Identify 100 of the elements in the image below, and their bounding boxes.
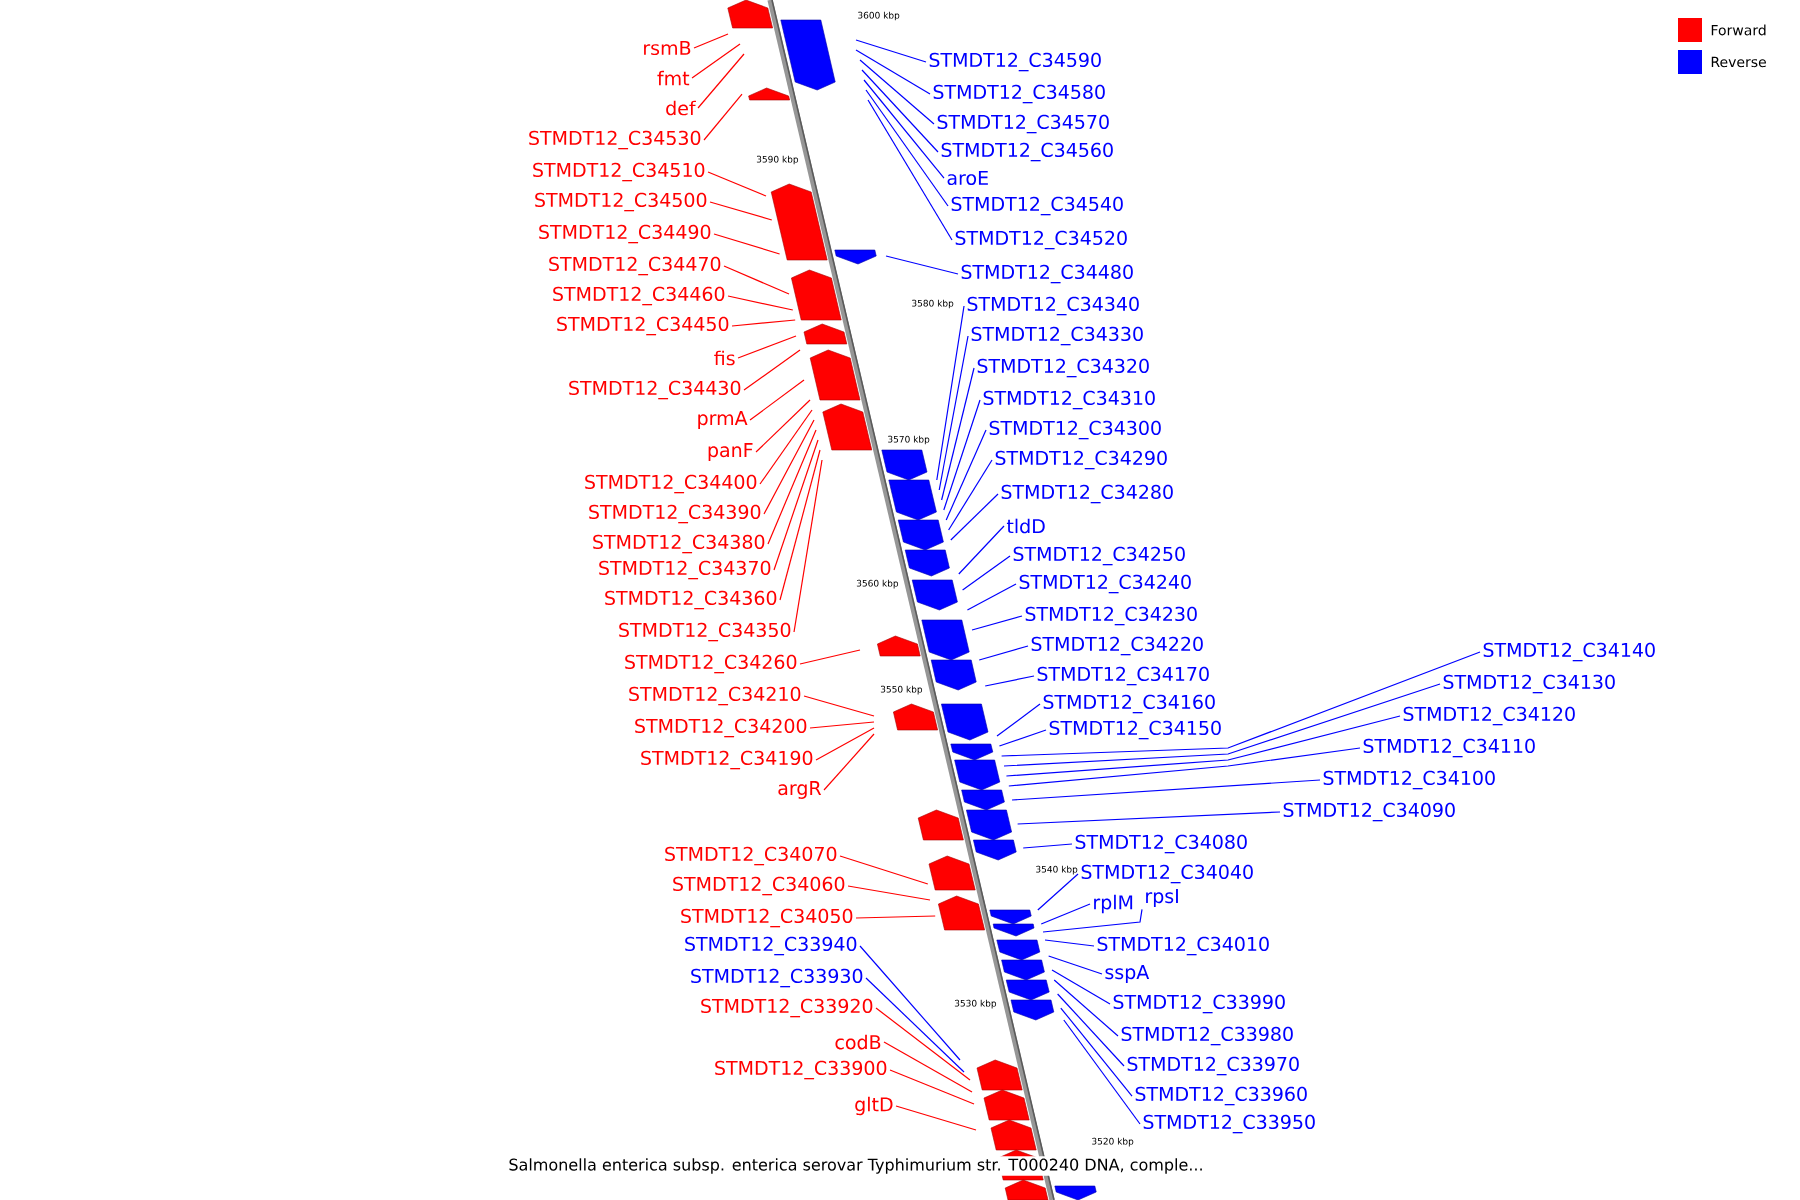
gene-label: STMDT12_C34040 — [1081, 864, 1253, 884]
gene-label: STMDT12_C34560 — [941, 142, 1113, 162]
gene-label: STMDT12_C34290 — [995, 450, 1167, 470]
leader-line — [759, 409, 813, 485]
leader-line — [727, 295, 794, 311]
leader-line — [809, 721, 875, 729]
gene-label: STMDT12_C34140 — [1483, 642, 1655, 662]
gene-label: STMDT12_C34090 — [1283, 802, 1455, 822]
gene-label: STMDT12_C34050 — [681, 908, 853, 928]
leader-line — [703, 93, 743, 141]
leader-line — [1017, 811, 1281, 825]
leader-line — [1044, 939, 1095, 947]
gene-label: STMDT12_C34490 — [539, 224, 711, 244]
leader-line — [883, 1041, 973, 1093]
gene-label: codB — [835, 1034, 881, 1050]
leader-line — [895, 1105, 977, 1131]
leader-line — [737, 335, 797, 359]
gene-label: STMDT12_C34520 — [955, 230, 1127, 250]
leader-line — [889, 1069, 975, 1105]
leader-line — [855, 39, 927, 63]
leader-line — [1008, 747, 1361, 787]
leader-line — [885, 255, 959, 275]
caption: Salmonella enterica subsp. enterica serovar Typhimurium str. T000240 DNA, comple... — [506, 1156, 1206, 1176]
leader-line — [855, 49, 931, 95]
gene-label: STMDT12_C34170 — [1037, 666, 1209, 686]
gene-label: prmA — [698, 411, 748, 429]
gene-label: STMDT12_C34570 — [937, 114, 1109, 134]
leader-line — [815, 727, 875, 761]
gene-label: STMDT12_C34450 — [557, 316, 729, 336]
leader-line — [948, 459, 993, 531]
gene-label: STMDT12_C34060 — [673, 876, 845, 896]
leader-line — [945, 429, 987, 521]
leader-line — [875, 1007, 971, 1081]
leader-line — [1001, 651, 1481, 757]
leader-line — [1051, 969, 1111, 1005]
leader-line — [1011, 779, 1321, 801]
gene-label: STMDT12_C34210 — [629, 686, 801, 706]
leader-line — [709, 201, 773, 221]
leader-line — [755, 399, 811, 453]
gene-label: argR — [778, 781, 822, 799]
gene-label: STMDT12_C33970 — [1127, 1056, 1299, 1076]
leader-line — [723, 265, 790, 295]
gene-label: STMDT12_C34010 — [1097, 936, 1269, 956]
leader-line — [1048, 955, 1103, 975]
gene-label: fmt — [657, 70, 690, 86]
leader-line — [855, 915, 936, 919]
leader-line — [943, 399, 981, 511]
leader-line — [1022, 843, 1073, 849]
gene-label: STMDT12_C33940 — [685, 936, 857, 956]
gene-label: STMDT12_C34330 — [971, 326, 1143, 346]
leader-line — [865, 977, 965, 1073]
leader-line — [859, 59, 935, 125]
leader-line — [749, 379, 805, 421]
leader-line — [861, 69, 939, 153]
leader-line — [713, 233, 781, 255]
leader-line — [958, 525, 1005, 575]
gene-label: STMDT12_C33990 — [1113, 994, 1285, 1014]
gene-label: panF — [708, 443, 753, 461]
gene-label: STMDT12_C34110 — [1363, 738, 1535, 758]
gene-label: rsmB — [644, 40, 691, 56]
gene-label: STMDT12_C34590 — [929, 52, 1101, 72]
leader-line — [941, 367, 975, 501]
gene-label: STMDT12_C34300 — [989, 420, 1161, 440]
gene-label: STMDT12_C34460 — [553, 286, 725, 306]
leader-line — [859, 945, 961, 1061]
leader-line — [1063, 1019, 1141, 1125]
leader-line — [1053, 979, 1119, 1037]
gene-label: STMDT12_C34240 — [1019, 574, 1191, 594]
gene-label: tldD — [1006, 518, 1045, 534]
leader-line — [996, 703, 1041, 737]
gene-label: STMDT12_C34080 — [1075, 834, 1247, 854]
gene-label: STMDT12_C34280 — [1001, 484, 1173, 504]
leader-line — [803, 695, 875, 717]
gene-label: sspA — [1105, 965, 1150, 983]
gene-label: STMDT12_C34120 — [1403, 706, 1575, 726]
gene-label: STMDT12_C34100 — [1323, 770, 1495, 790]
leader-line — [731, 319, 796, 327]
gene-label: STMDT12_C34480 — [961, 264, 1133, 284]
gene-label: STMDT12_C34320 — [977, 358, 1149, 378]
leader-line — [707, 171, 767, 197]
gene-label: STMDT12_C34190 — [641, 750, 813, 770]
leader-line — [1003, 683, 1441, 767]
gene-label: rpsI — [1146, 889, 1178, 907]
leader-line — [697, 53, 745, 109]
leader-line — [793, 459, 823, 633]
leader-line — [1005, 715, 1401, 777]
gene-label: STMDT12_C33980 — [1121, 1026, 1293, 1046]
leader-line — [966, 583, 1017, 611]
leader-line — [823, 733, 875, 791]
leader-line — [1060, 1007, 1133, 1097]
leader-line — [1040, 903, 1091, 925]
leader-line — [863, 79, 945, 179]
leader-line — [693, 33, 729, 49]
gene-label: STMDT12_C34160 — [1043, 694, 1215, 714]
leader-line — [867, 99, 953, 241]
leader-line — [847, 885, 931, 901]
leader-line — [691, 43, 741, 79]
gene-label: STMDT12_C34260 — [625, 654, 797, 674]
leader-line — [1057, 993, 1125, 1067]
gene-label: STMDT12_C34370 — [599, 560, 771, 580]
